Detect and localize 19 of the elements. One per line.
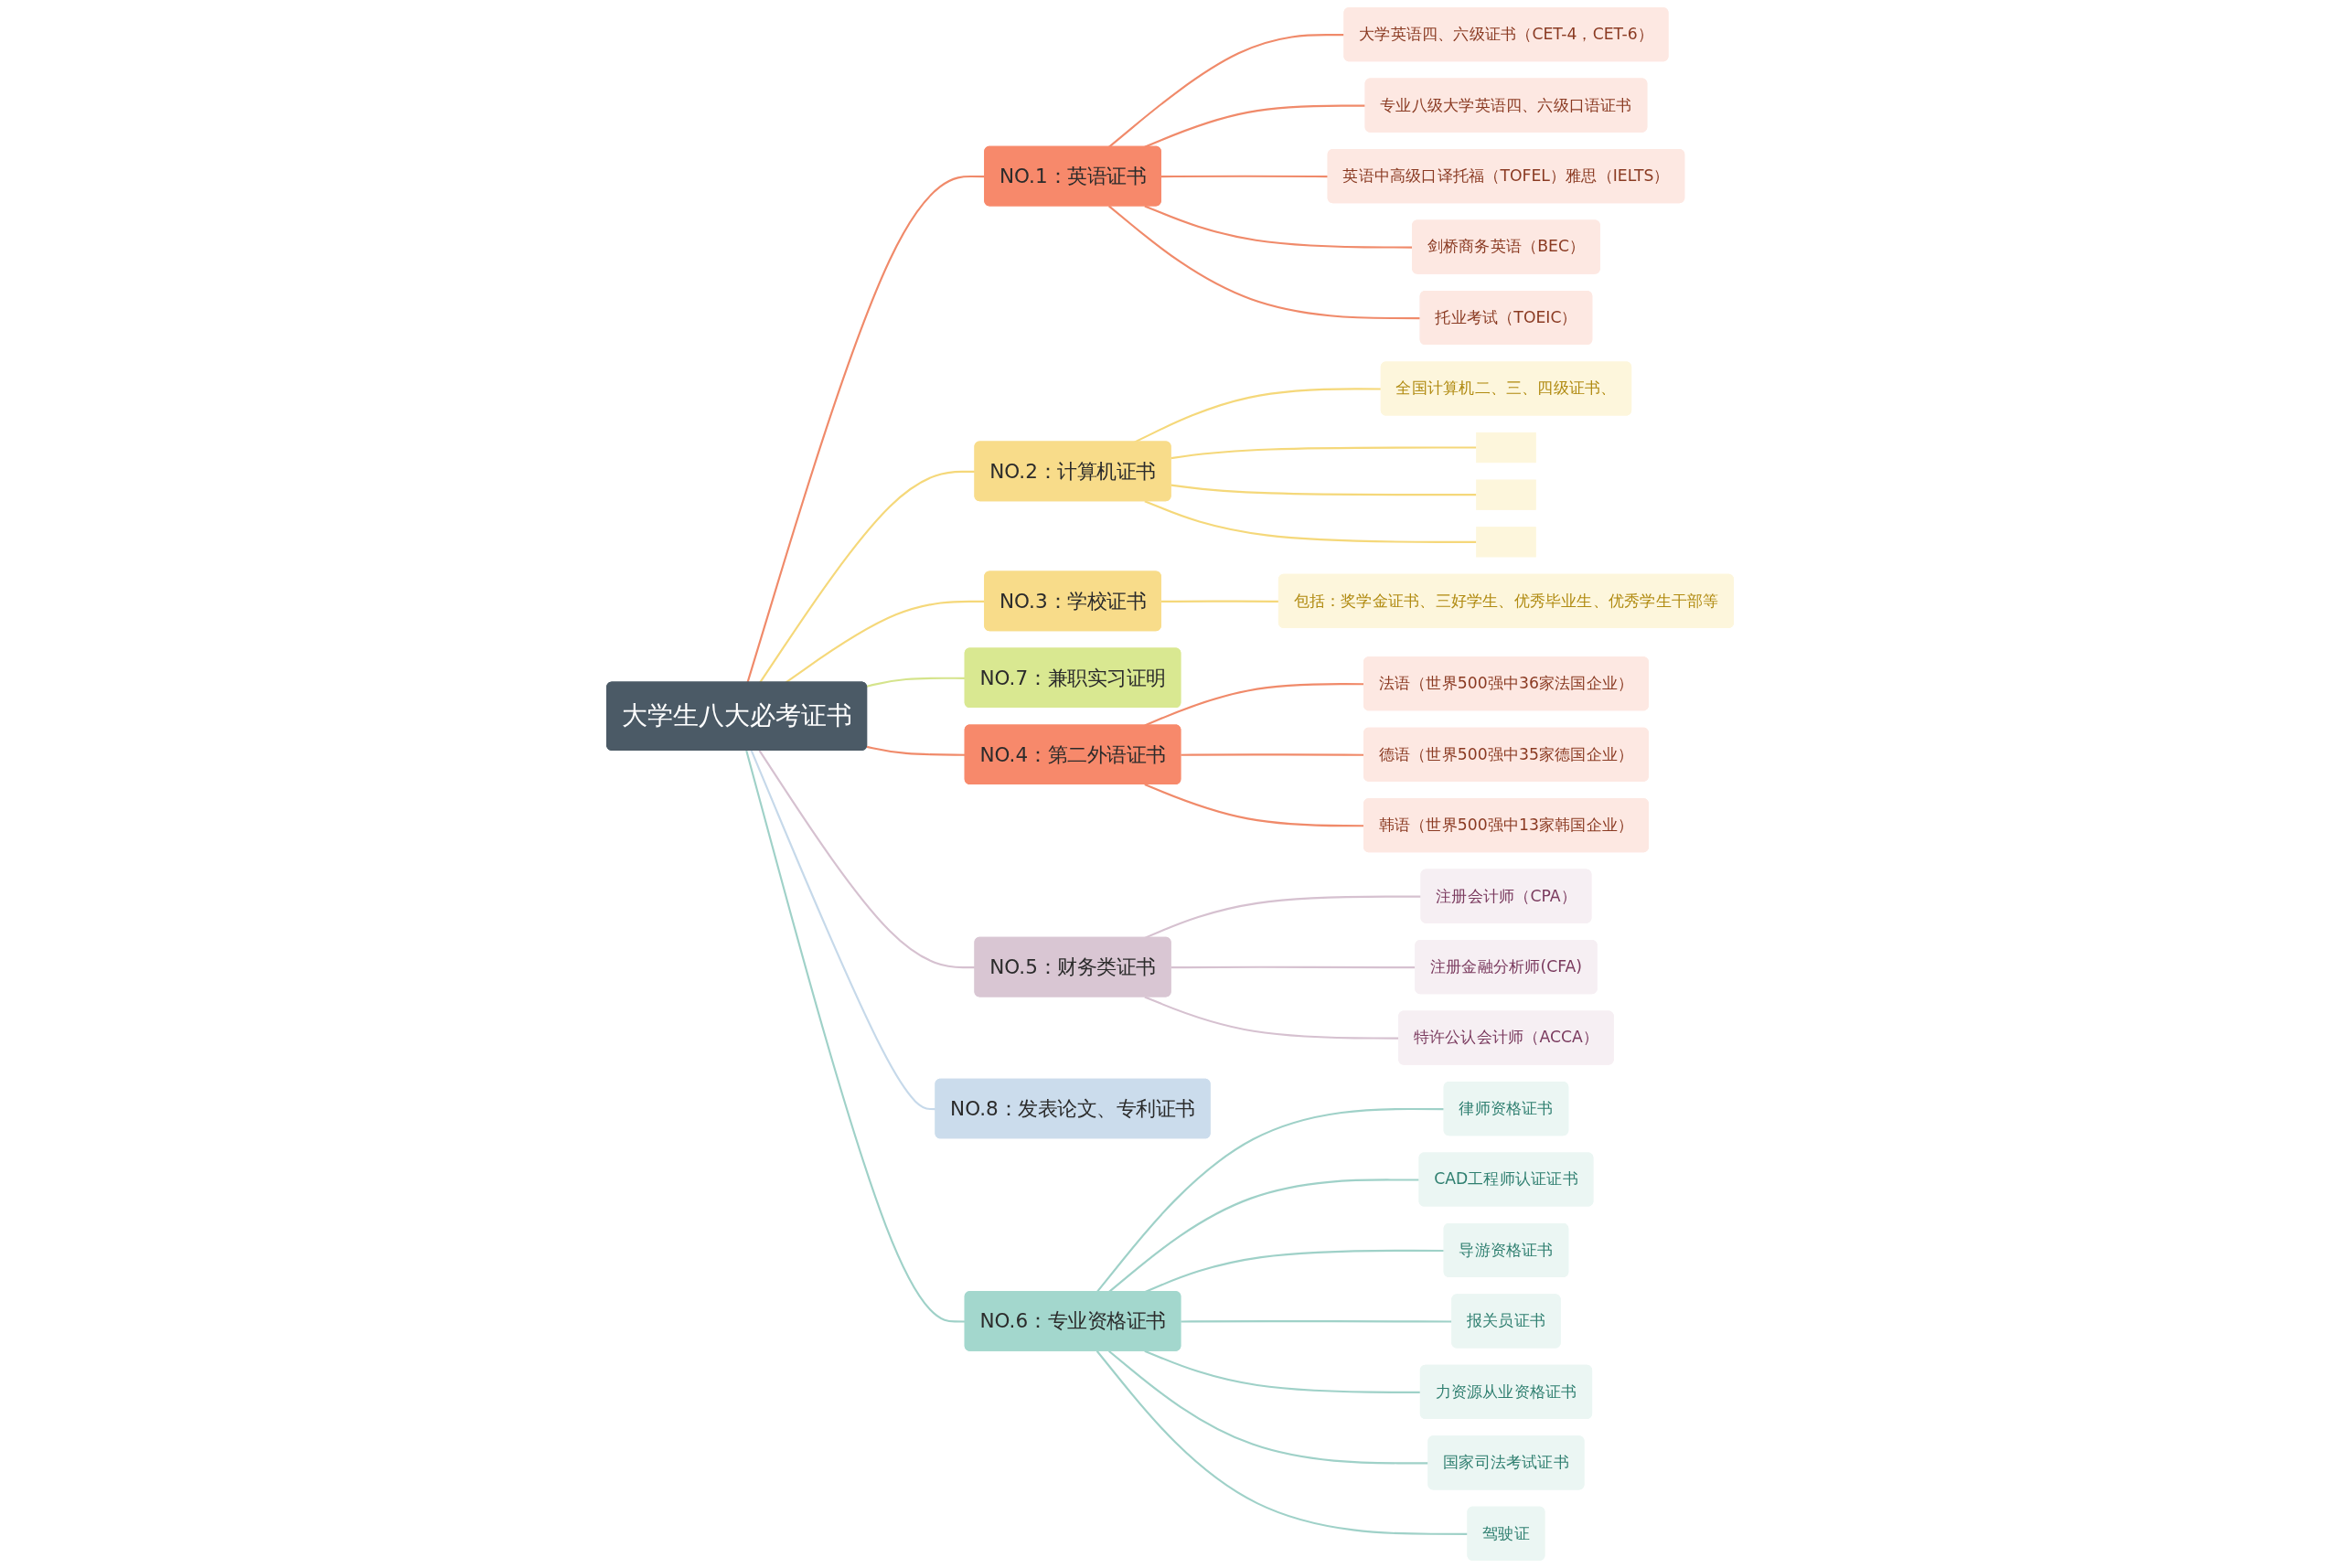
connector [1144, 996, 1400, 1040]
node-box [1476, 432, 1537, 464]
connector [1096, 1350, 1469, 1535]
node-box [1476, 479, 1537, 510]
connector [759, 470, 976, 684]
connector [759, 750, 976, 969]
connector [1171, 965, 1416, 969]
connector [785, 600, 986, 684]
connector [746, 175, 986, 683]
connector [751, 750, 936, 1111]
connector [1144, 895, 1422, 939]
connector [1170, 484, 1478, 496]
connector [1181, 1320, 1453, 1323]
connector [1144, 205, 1414, 249]
connector [1144, 500, 1478, 543]
connector [1108, 34, 1345, 148]
connector [1170, 446, 1478, 460]
connector [1108, 1349, 1429, 1465]
node-box [1476, 527, 1537, 558]
